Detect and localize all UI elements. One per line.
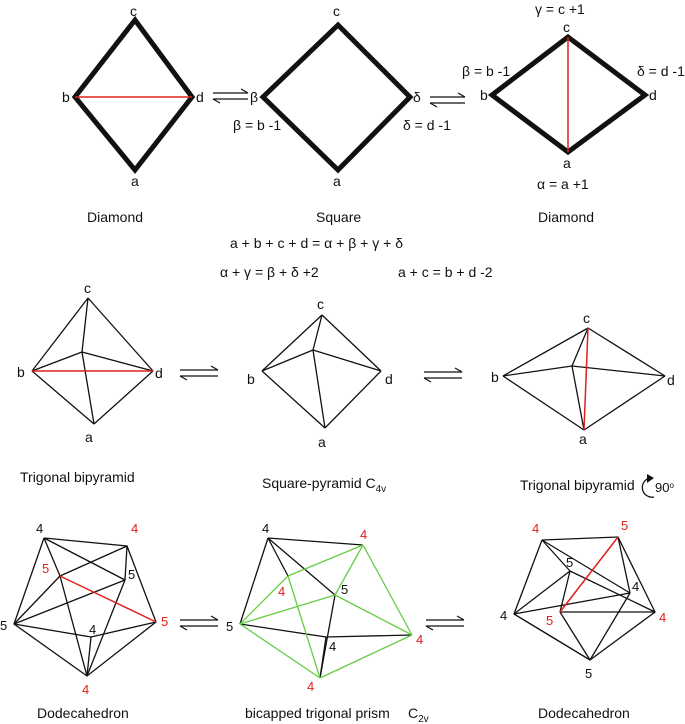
vertex-label-top: 4: [262, 521, 269, 536]
beta-equation: β = b -1: [233, 117, 281, 133]
equilibrium-arrow-2: [429, 92, 466, 108]
caption-diamond-left: Diamond: [87, 209, 143, 225]
vertex-label-right: 5: [161, 614, 168, 629]
vertex-label-left: 5: [226, 619, 233, 634]
vertex-label-top-right: 4: [131, 521, 138, 536]
label-c: c: [583, 310, 590, 326]
vertex-label-left: 5: [0, 618, 7, 633]
label-b: b: [480, 87, 488, 103]
diamond-right: γ = c +1 c β = b -1 δ = d -1 b d a α = a…: [462, 1, 685, 192]
equation-a-c: a + c = b + d -2: [398, 264, 493, 280]
equilibrium-arrow-1: [212, 88, 249, 104]
vertex-label-center: 4: [89, 622, 96, 637]
label-d: d: [196, 89, 204, 105]
label-b: b: [491, 369, 499, 385]
caption-dodecahedron-right: Dodecahedron: [538, 705, 630, 721]
vertex-label-bottom: 4: [82, 682, 89, 697]
square-outline: [259, 21, 414, 174]
label-d: d: [385, 371, 393, 387]
diamond-left-outline: [71, 15, 196, 174]
vertex-label-bottom: 4: [307, 679, 314, 694]
vertex-label-top-right: 4: [360, 527, 367, 542]
label-c: c: [84, 280, 91, 296]
label-delta: δ: [413, 89, 421, 105]
vertex-label-mid-right: 5: [128, 567, 135, 582]
label-d: d: [155, 365, 163, 381]
caption-prism-symmetry: C2v: [408, 705, 429, 724]
dodecahedron-right: [513, 536, 656, 661]
label-a: a: [333, 173, 341, 189]
square-pyramid: [261, 314, 382, 429]
caption-bicapped-prism: bicapped trigonal prism: [245, 705, 390, 721]
trigonal-bipyramid-left: [31, 297, 154, 425]
dodecahedron-left: [13, 537, 157, 677]
caption-square: Square: [316, 209, 361, 225]
caption-square-pyramid: Square-pyramid C4v: [262, 475, 386, 495]
vertex-label-right: 4: [659, 610, 666, 625]
label-a: a: [85, 429, 93, 445]
caption-trigonal-bipyramid-right: Trigonal bipyramid: [520, 477, 635, 493]
label-b: b: [247, 371, 255, 387]
equation-alpha-gamma: α + γ = β + δ +2: [220, 264, 319, 280]
equilibrium-arrow-3: [179, 365, 219, 381]
vertex-label-inner-right: 4: [632, 579, 639, 594]
delta-equation: δ = d -1: [403, 117, 451, 133]
trigonal-bipyramid-right: [502, 327, 666, 431]
label-a: a: [318, 434, 326, 450]
delta-equation: δ = d -1: [637, 63, 685, 79]
equation-sum: a + b + c + d = α + β + γ + δ: [230, 235, 403, 251]
vertex-label-inner-bottom: 5: [546, 613, 553, 628]
gamma-equation: γ = c +1: [535, 1, 585, 17]
label-a: a: [131, 173, 139, 189]
vertex-label-inner-left: 4: [278, 584, 285, 599]
vertex-label-top-left: 4: [532, 521, 539, 536]
vertex-label-center: 4: [329, 639, 336, 654]
label-d: d: [667, 372, 675, 388]
bicapped-trigonal-prism: [239, 537, 413, 679]
label-d: d: [649, 87, 657, 103]
label-b: b: [17, 364, 25, 380]
diamond-left: c b d a: [62, 3, 204, 189]
vertex-label-left: 4: [500, 608, 507, 623]
rotation-label: 90o: [655, 480, 674, 495]
equilibrium-arrow-6: [425, 615, 465, 631]
rotation-arrow-icon: 90o: [641, 474, 674, 498]
beta-equation: β = b -1: [462, 63, 510, 79]
equilibrium-arrow-4: [423, 367, 463, 383]
label-beta: β: [250, 89, 258, 105]
vertex-label-top-right: 5: [621, 518, 628, 533]
label-a: a: [563, 155, 571, 171]
label-c: c: [317, 296, 324, 312]
label-b: b: [62, 89, 70, 105]
vertex-label-inner-center: 5: [341, 582, 348, 597]
label-c: c: [130, 3, 137, 19]
caption-trigonal-bipyramid-left: Trigonal bipyramid: [20, 469, 135, 485]
label-a: a: [579, 431, 587, 447]
caption-diamond-right: Diamond: [538, 209, 594, 225]
vertex-label-top: 4: [36, 521, 43, 536]
vertex-label-inner-top: 5: [566, 555, 573, 570]
caption-dodecahedron-left: Dodecahedron: [37, 705, 129, 721]
label-c: c: [563, 19, 570, 35]
square-center: c β δ a β = b -1 δ = d -1: [233, 3, 451, 189]
vertex-label-right: 4: [416, 632, 423, 647]
label-c: c: [333, 3, 340, 19]
vertex-label-mid-left: 5: [42, 561, 49, 576]
vertex-label-bottom: 5: [585, 666, 592, 681]
alpha-equation: α = a +1: [537, 176, 589, 192]
equilibrium-arrow-5: [179, 615, 219, 631]
